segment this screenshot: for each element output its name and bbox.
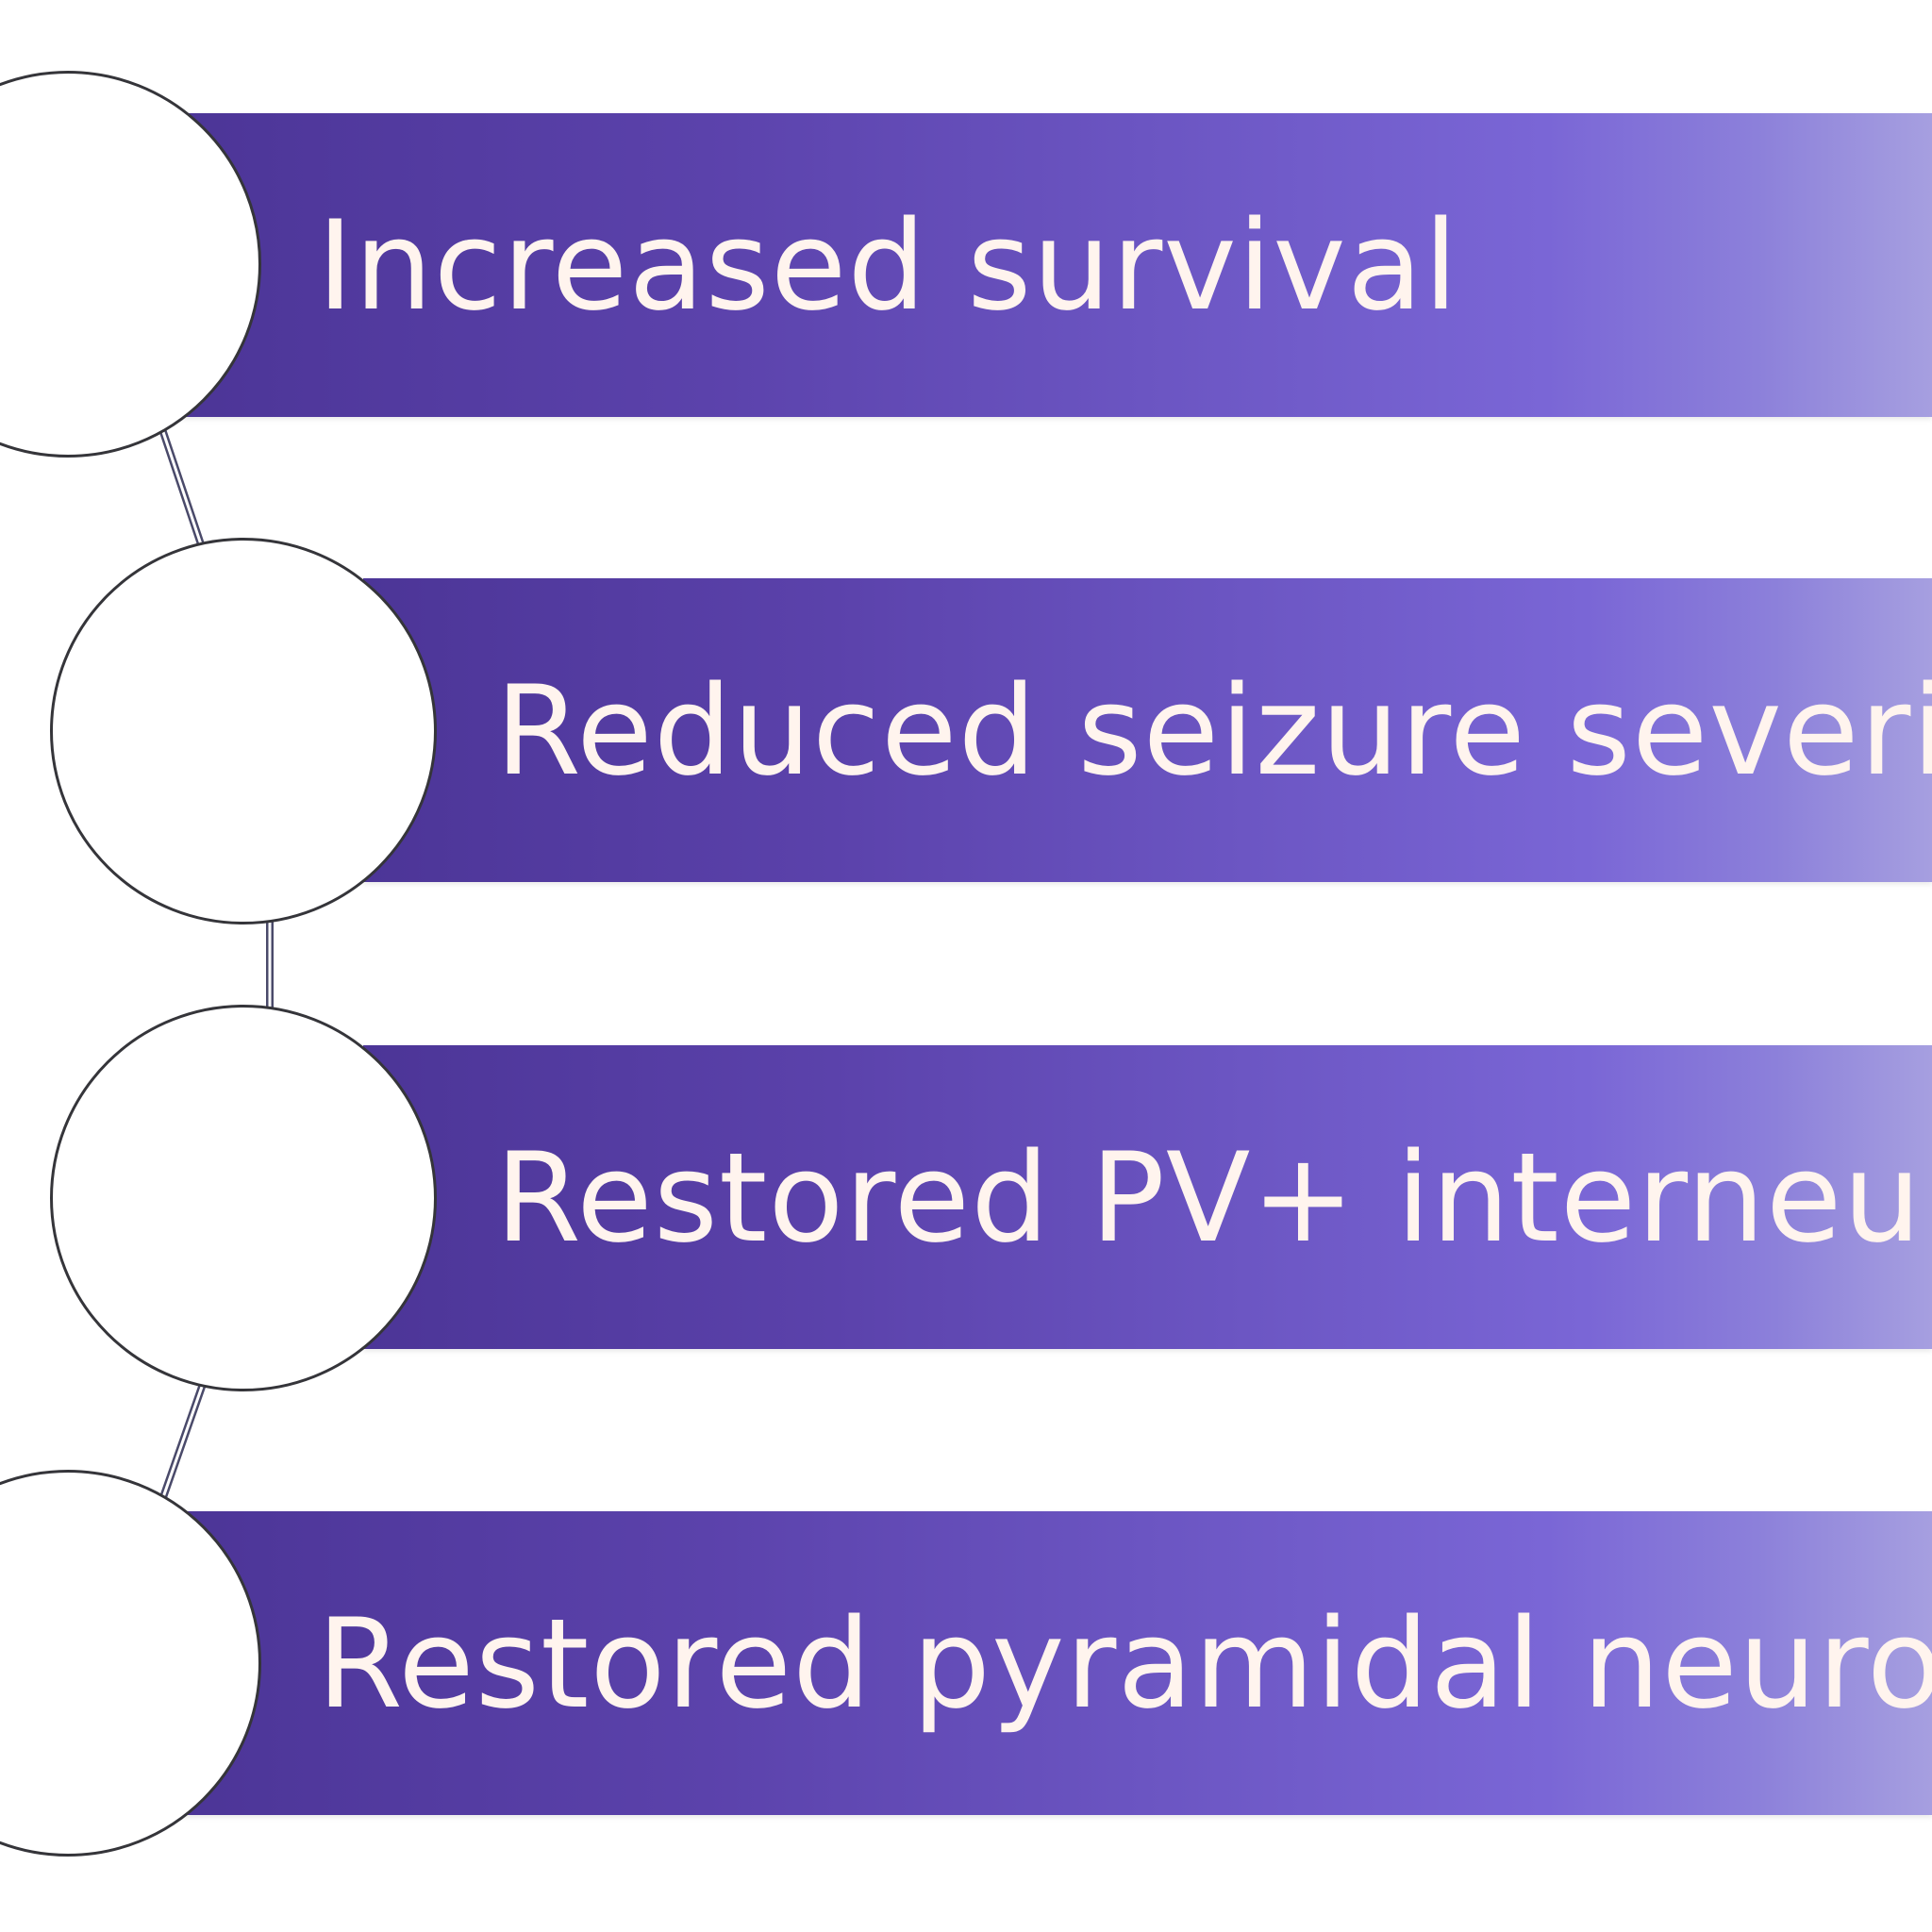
band-increased-survival: Increased survival	[181, 113, 1932, 417]
band-label: Restored pyramidal neurons	[317, 1591, 1932, 1736]
circle-node-3	[50, 1005, 437, 1391]
band-restored-pyramidal-neurons: Restored pyramidal neurons	[181, 1511, 1932, 1815]
band-label: Reduced seizure severity	[495, 658, 1932, 803]
circle-node-2	[50, 538, 437, 924]
connector-1-2	[158, 425, 206, 551]
connector-3-4	[158, 1383, 206, 1504]
band-restored-pv-interneurons: Restored PV+ interneurons	[363, 1045, 1932, 1349]
band-label: Increased survival	[317, 192, 1459, 338]
band-label: Restored PV+ interneurons	[495, 1124, 1932, 1270]
band-reduced-seizure-severity: Reduced seizure severity	[363, 578, 1932, 882]
